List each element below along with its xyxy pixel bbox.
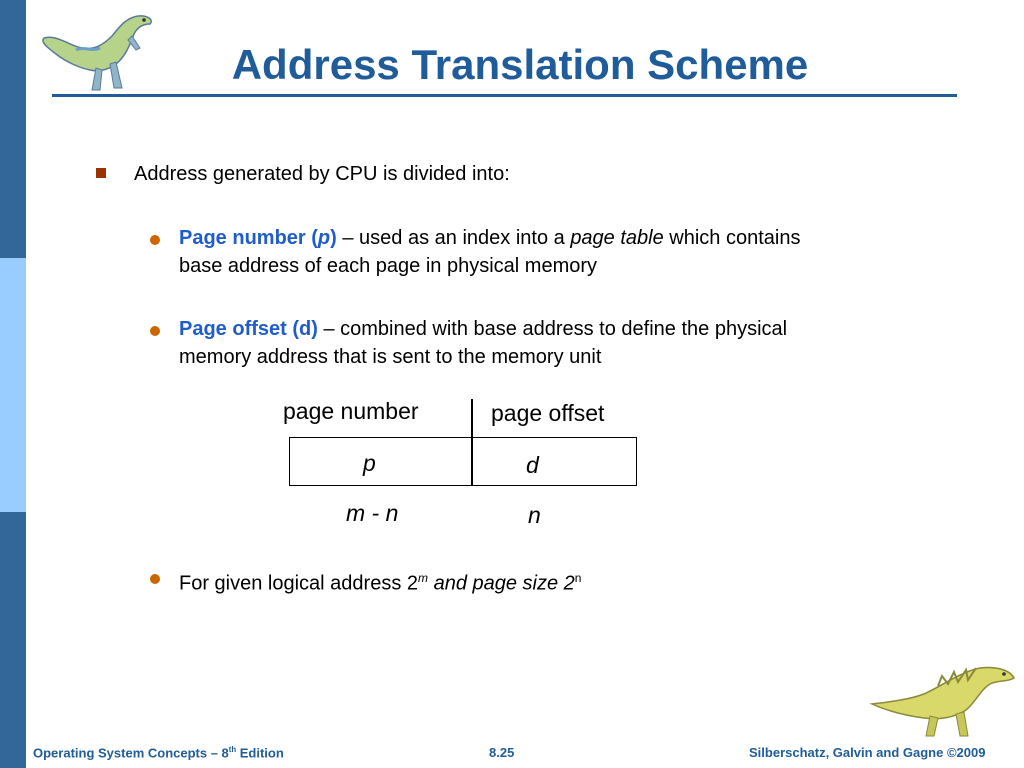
logical-address-item: For given logical address 2m and page si… [179, 564, 819, 598]
page-title: Address Translation Scheme [231, 41, 809, 88]
address-field-divider [471, 399, 473, 486]
diagram-header-page-number: page number [283, 398, 419, 424]
sidebar-segment-bottom [0, 512, 26, 768]
page-number-text-a: – used as an index into a [336, 227, 571, 249]
address-field-box [289, 437, 637, 486]
page-offset-text: – combined with base address to define t… [179, 318, 788, 368]
exponent-n: n [574, 571, 582, 585]
main-bullet-text: Address generated by CPU is divided into… [134, 163, 510, 185]
diagram-cell-p: p [363, 450, 376, 476]
diagram-width-n: n [528, 502, 541, 528]
diagram-cell-d: d [526, 452, 539, 478]
page-table-term: page table [570, 227, 664, 249]
sidebar-segment-middle [0, 258, 26, 512]
dot-bullet-icon [150, 574, 160, 584]
page-number-text-b: which contains base address of each page… [179, 227, 801, 277]
exponent-m: m [418, 571, 429, 585]
square-bullet-icon [96, 168, 106, 178]
footer-book-title-text: Operating System Concepts – 8 [33, 745, 229, 761]
footer-slide-number: 8.25 [489, 745, 515, 760]
footer-edition-sup: th [228, 745, 237, 754]
page-offset-term: Page offset (d) [179, 318, 318, 340]
diagram-width-m-n: m - n [346, 500, 399, 526]
sidebar-segment-top [0, 0, 26, 258]
page-number-item: Page number (p) – used as an index into … [179, 224, 819, 280]
page-offset-item: Page offset (d) – combined with base add… [179, 315, 819, 371]
dinosaur-logo-icon [42, 15, 152, 91]
logical-address-text: For given logical address 2 [179, 572, 419, 595]
dinosaur-footer-icon [869, 666, 1015, 737]
page-number-term-start: Page number ( [179, 227, 318, 249]
diagram-header-page-offset: page offset [491, 400, 605, 426]
footer-authors: Silberschatz, Galvin and Gagne ©2009 [749, 745, 986, 760]
page-size-text: and page size 2 [428, 572, 575, 595]
dot-bullet-icon [150, 235, 160, 245]
page-number-term-end: ) [330, 227, 337, 249]
dot-bullet-icon [150, 326, 160, 336]
footer-book-title: Operating System Concepts – 8th Edition [33, 745, 284, 760]
page-number-term-var: p [317, 227, 331, 249]
sidebar-stripe [0, 0, 26, 768]
title-underline [52, 94, 957, 97]
footer-edition-text: Edition [236, 745, 284, 761]
